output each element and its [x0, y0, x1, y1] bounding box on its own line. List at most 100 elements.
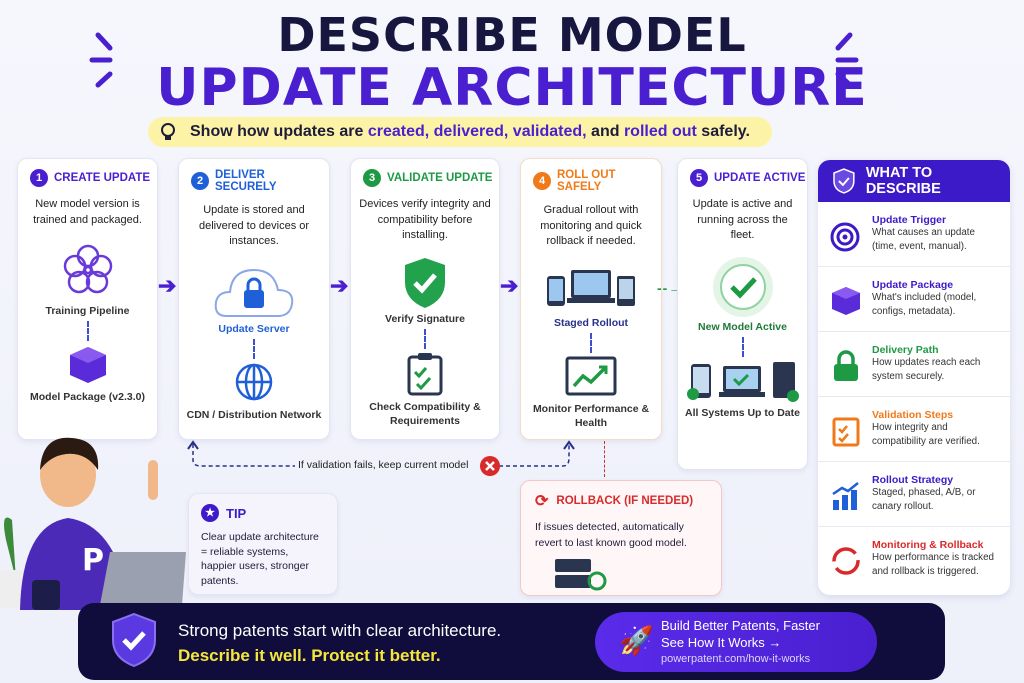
mascot-illustration: P: [0, 430, 190, 610]
what-to-describe-panel: WHAT TO DESCRIBE Update TriggerWhat caus…: [818, 160, 1010, 595]
rollback-cycle-icon: ⟳: [535, 491, 548, 511]
panel-item-update-package: Update PackageWhat's included (model, co…: [818, 267, 1010, 332]
panel-item-desc: How updates reach each system securely.: [872, 356, 1000, 384]
performance-chart-icon: [565, 356, 617, 396]
down-arrow: [742, 337, 744, 357]
subtitle-created: created,: [368, 123, 429, 140]
tip-title: TIP: [226, 506, 246, 521]
cycle-arrows-icon: [830, 545, 862, 577]
shield-check-icon: [402, 256, 448, 310]
title-line2: UPDATE ARCHITECTURE: [0, 58, 1024, 118]
see-how-it-works-button[interactable]: 🚀 Build Better Patents, Faster See How I…: [595, 612, 877, 672]
devices-icon: [545, 268, 637, 308]
step-title: CREATE UPDATE: [54, 172, 150, 184]
all-systems-label: All Systems Up to Date: [678, 406, 807, 420]
neural-brain-icon: [60, 242, 116, 298]
subtitle-banner: Show how updates are created, delivered,…: [148, 117, 772, 147]
staged-rollout-label: Staged Rollout: [521, 316, 661, 330]
panel-item-monitoring-rollback: Monitoring & RollbackHow performance is …: [818, 527, 1010, 592]
panel-title: WHAT TO DESCRIBE: [866, 165, 1010, 197]
package-box-icon: [67, 344, 109, 386]
padlock-icon: [830, 350, 862, 382]
step-description: Gradual rollout with monitoring and quic…: [527, 203, 655, 250]
step-title: DELIVER SECURELY: [215, 169, 329, 193]
monitor-performance-label: Monitor Performance & Health: [521, 402, 661, 430]
step-description: Update is stored and delivered to device…: [185, 203, 323, 250]
step-number: 3: [363, 169, 381, 187]
subtitle-validated: validated,: [513, 123, 587, 140]
subtitle-rolled-out: rolled out: [624, 123, 697, 140]
down-arrow: [590, 333, 592, 353]
active-check-icon: [712, 256, 774, 318]
down-arrow: [424, 329, 426, 349]
cdn-label: CDN / Distribution Network: [179, 408, 329, 422]
step-description: Devices verify integrity and compatibili…: [357, 197, 493, 244]
step-number: 4: [533, 172, 551, 190]
panel-item-desc: What causes an update (time, event, manu…: [872, 226, 1000, 254]
server-restore-icon: [553, 557, 609, 591]
rollback-card: ⟳ROLLBACK (IF NEEDED) If issues detected…: [520, 480, 722, 596]
panel-item-title: Monitoring & Rollback: [872, 539, 1000, 551]
step-number: 2: [191, 172, 209, 190]
update-server-label: Update Server: [179, 322, 329, 336]
panel-item-rollout-strategy: Rollout StrategyStaged, phased, A/B, or …: [818, 462, 1010, 527]
panel-item-desc: Staged, phased, A/B, or canary rollout.: [872, 486, 1000, 514]
shield-check-icon: [110, 612, 158, 668]
step-card-validate-update: 3 VALIDATE UPDATE Devices verify integrit…: [350, 158, 500, 440]
globe-icon: [234, 362, 274, 402]
cloud-lock-icon: [212, 264, 296, 320]
flow-arrow-icon: ➔: [158, 273, 176, 299]
panel-item-title: Delivery Path: [872, 344, 1000, 356]
model-package-label: Model Package (v2.3.0): [18, 390, 157, 404]
sparkle-right-icon: [810, 30, 860, 90]
step-card-deliver-securely: 2 DELIVER SECURELY Update is stored and d…: [178, 158, 330, 440]
feedback-text: If validation fails, keep current model: [298, 459, 468, 471]
step-number: 1: [30, 169, 48, 187]
flow-arrow-icon: ➔: [500, 273, 518, 299]
flow-arrow-icon: ➔: [330, 273, 348, 299]
check-compatibility-label: Check Compatibility & Requirements: [351, 400, 499, 428]
step-card-create-update: 1 CREATE UPDATE New model version is trai…: [17, 158, 158, 440]
step-card-update-active: 5UPDATE ACTIVE Update is active and runn…: [677, 158, 808, 470]
training-pipeline-label: Training Pipeline: [18, 304, 157, 318]
hoodie-logo: P: [82, 543, 104, 578]
panel-item-title: Rollout Strategy: [872, 474, 1000, 486]
star-icon: ★: [201, 504, 219, 522]
rocket-icon: 🚀: [619, 624, 654, 657]
subtitle-delivered: delivered,: [434, 123, 509, 140]
shield-check-icon: [832, 168, 856, 194]
clipboard-check-icon: [830, 415, 862, 447]
rollback-connector: [604, 441, 605, 477]
cta-link[interactable]: See How It Works →: [661, 635, 781, 650]
panel-item-validation-steps: Validation StepsHow integrity and compat…: [818, 397, 1010, 462]
panel-item-desc: What's included (model, configs, metadat…: [872, 291, 1000, 319]
step-title: VALIDATE UPDATE: [387, 172, 492, 184]
fail-x-icon: [480, 456, 500, 476]
lightbulb-icon: [157, 121, 179, 143]
step-description: New model version is trained and package…: [24, 197, 151, 228]
subtitle-text: Show how updates are: [190, 123, 368, 140]
target-icon: [830, 220, 862, 252]
growth-chart-icon: [830, 480, 862, 512]
down-arrow: [253, 339, 255, 359]
subtitle-and: and: [587, 123, 624, 140]
new-model-active-label: New Model Active: [678, 320, 807, 334]
tip-text: Clear update architecture = reliable sys…: [201, 530, 326, 588]
panel-item-title: Update Trigger: [872, 214, 1000, 226]
cta-title: Build Better Patents, Faster: [661, 618, 820, 633]
tip-card: ★ TIP Clear update architecture = reliabl…: [188, 493, 338, 595]
clipboard-check-icon: [407, 352, 443, 396]
package-box-icon: [830, 285, 862, 317]
down-arrow: [87, 321, 89, 341]
step-card-roll-out-safely: 4 ROLL OUT SAFELY Gradual rollout with mo…: [520, 158, 662, 440]
verify-signature-label: Verify Signature: [351, 312, 499, 326]
panel-item-title: Validation Steps: [872, 409, 1000, 421]
title-line1: DESCRIBE MODEL: [0, 8, 1024, 62]
step-number: 5: [690, 169, 708, 187]
panel-item-desc: How performance is tracked and rollback …: [872, 551, 1000, 579]
banner-headline: Strong patents start with clear architec…: [178, 621, 501, 641]
cta-url[interactable]: powerpatent.com/how-it-works: [661, 653, 810, 665]
rollback-description: If issues detected, automatically revert…: [535, 519, 707, 551]
step-title: ROLL OUT SAFELY: [557, 169, 661, 193]
panel-item-delivery-path: Delivery PathHow updates reach each syst…: [818, 332, 1010, 397]
